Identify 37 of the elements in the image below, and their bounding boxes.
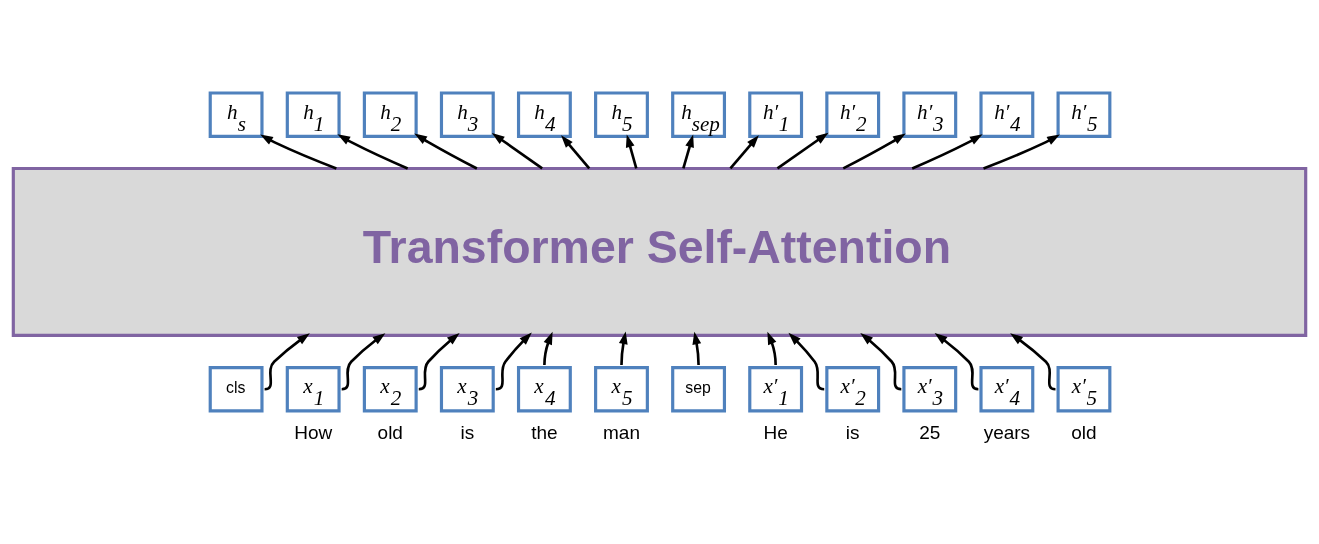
- arrow: [337, 134, 409, 170]
- arrow: [860, 332, 902, 391]
- arrow: [934, 333, 979, 391]
- node-label: is: [460, 422, 475, 444]
- node-label: years: [983, 422, 1031, 444]
- node-label: 25: [919, 422, 941, 444]
- arrow: [414, 133, 478, 170]
- arrow: [543, 331, 553, 365]
- arrow: [842, 133, 906, 170]
- arrow: [692, 331, 702, 365]
- node-label: old: [1071, 422, 1097, 444]
- node-label: is: [845, 422, 860, 444]
- arrow: [1010, 333, 1056, 391]
- arrow: [264, 333, 310, 391]
- arrow: [341, 333, 386, 391]
- arrow: [495, 332, 532, 391]
- arrow: [260, 134, 337, 170]
- node-label: the: [531, 422, 558, 444]
- node-label: old: [377, 422, 403, 444]
- node-label: How: [294, 422, 333, 444]
- arrow: [618, 331, 628, 365]
- arrow: [561, 135, 591, 170]
- node-box: cls: [208, 365, 264, 413]
- arrow: [767, 331, 777, 365]
- node-box: sep: [671, 365, 727, 413]
- arrow: [729, 135, 759, 170]
- arrow: [776, 132, 829, 170]
- node-box: Transformer Self-Attention: [11, 166, 1308, 337]
- arrow: [625, 134, 638, 169]
- arrow: [788, 332, 825, 391]
- arrow: [682, 134, 694, 169]
- arrow: [911, 134, 983, 170]
- arrow: [491, 133, 543, 170]
- arrow: [983, 134, 1060, 170]
- arrow: [418, 333, 460, 391]
- node-label: man: [603, 422, 640, 444]
- node-label: He: [763, 422, 788, 444]
